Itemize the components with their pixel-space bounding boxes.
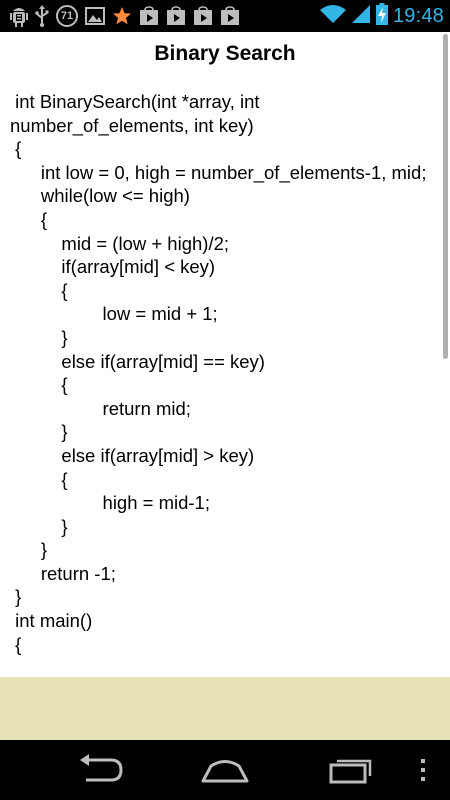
code-line: }	[10, 539, 48, 561]
code-line: int low = 0, high = number_of_elements-1…	[10, 161, 427, 183]
code-line: }	[10, 586, 22, 608]
code-line: int main()	[10, 610, 93, 632]
code-line: high = mid-1;	[10, 492, 210, 514]
code-line: {	[10, 279, 68, 301]
page-title: Binary Search	[154, 42, 296, 65]
signal-icon	[351, 4, 371, 29]
code-line: }	[10, 326, 68, 348]
code-line: {	[10, 138, 22, 160]
code-line: low = mid + 1;	[10, 303, 218, 325]
overflow-menu-button[interactable]	[418, 758, 428, 787]
wifi-icon	[319, 4, 346, 29]
ad-banner[interactable]	[0, 677, 450, 740]
notification-icons: 71	[10, 4, 240, 28]
battery-charging-icon	[375, 2, 388, 30]
play-store-icon	[220, 6, 240, 26]
home-icon	[201, 754, 249, 789]
recent-apps-button[interactable]	[329, 754, 375, 789]
code-line: if(array[mid] < key)	[10, 256, 216, 278]
code-line: {	[10, 633, 22, 655]
code-line: return -1;	[10, 562, 116, 584]
main-content[interactable]: Binary Search int BinarySearch(int *arra…	[0, 32, 450, 677]
image-icon	[85, 7, 105, 25]
back-icon	[78, 754, 124, 789]
usb-icon	[35, 5, 49, 27]
play-store-icon	[193, 6, 213, 26]
navigation-bar	[0, 740, 450, 800]
notification-count-badge: 71	[56, 5, 78, 27]
system-icons: 19:48	[319, 2, 444, 30]
code-line: {	[10, 468, 68, 490]
code-line: }	[10, 421, 68, 443]
overflow-menu-icon	[418, 758, 428, 787]
recent-apps-icon	[329, 754, 375, 789]
code-line: else if(array[mid] == key)	[10, 350, 265, 372]
status-bar: 71	[0, 0, 450, 32]
code-line: while(low <= high)	[10, 185, 190, 207]
code-line: {	[10, 208, 48, 230]
code-line: int BinarySearch(int *array, int number_…	[10, 91, 265, 136]
code-line: else if(array[mid] > key)	[10, 444, 255, 466]
code-line: }	[10, 515, 68, 537]
star-icon	[112, 6, 132, 26]
play-store-icon	[166, 6, 186, 26]
code-block: int BinarySearch(int *array, int number_…	[10, 90, 430, 656]
scrollbar[interactable]	[443, 34, 448, 359]
code-line: return mid;	[10, 397, 191, 419]
play-store-icon	[139, 6, 159, 26]
android-debug-icon	[10, 5, 28, 27]
home-button[interactable]	[201, 754, 249, 789]
clock: 19:48	[392, 4, 444, 27]
back-button[interactable]	[78, 754, 124, 789]
code-line: mid = (low + high)/2;	[10, 232, 230, 254]
code-line: {	[10, 374, 68, 396]
